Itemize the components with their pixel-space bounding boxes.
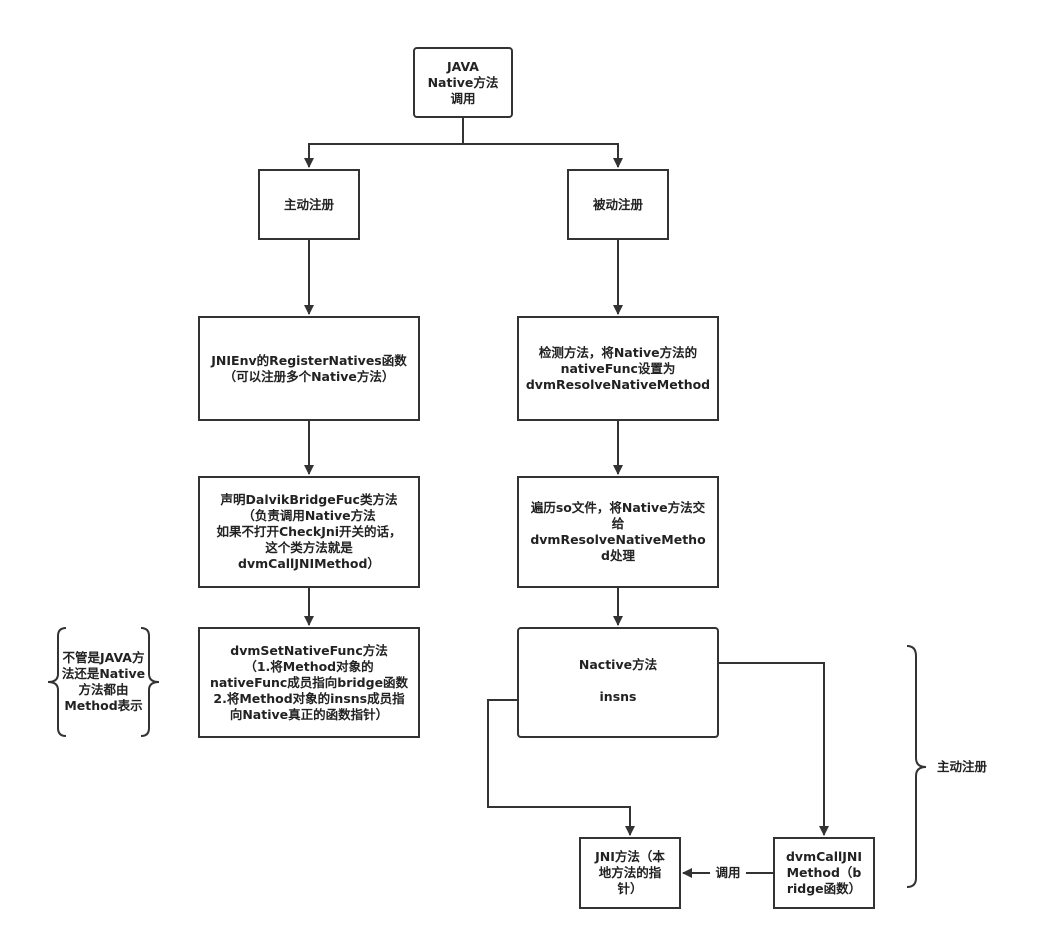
jni-method-node: JNI方法（本 地方法的指 针） (579, 837, 681, 909)
edge-start-split (304, 118, 464, 168)
left-brace-close (140, 627, 160, 737)
edge-start-split-right (463, 143, 623, 168)
left-brace-note: 不管是JAVA方 法还是Native 方法都由 Method表示 (61, 650, 146, 713)
edge-nactive-to-jni (487, 699, 635, 836)
passive-registration-node: 被动注册 (567, 169, 669, 240)
right-brace (906, 645, 927, 888)
edge-nactive-to-dvmcall (718, 662, 829, 836)
set-native-func-node: dvmSetNativeFunc方法 （1.将Method对象的 nativeF… (198, 627, 420, 738)
active-registration-node: 主动注册 (258, 169, 360, 240)
left-brace-open (47, 627, 67, 737)
jnienv-register-natives-node: JNIEnv的RegisterNatives函数 （可以注册多个Native方法… (198, 316, 420, 421)
dvm-call-jni-method-node: dvmCallJNI Method（b ridge函数） (773, 837, 875, 909)
traverse-so-node: 遍历so文件，将Native方法交 给 dvmResolveNativeMeth… (517, 476, 719, 588)
nactive-method-title: Nactive方法 (578, 657, 658, 672)
nactive-method-node: Nactive方法 insns (517, 627, 719, 738)
detect-method-node: 检测方法，将Native方法的 nativeFunc设置为 dvmResolve… (517, 316, 719, 421)
start-node: JAVA Native方法 调用 (413, 47, 513, 118)
call-edge-label: 调用 (710, 865, 746, 881)
declare-bridge-node: 声明DalvikBridgeFuc类方法 （负责调用Native方法 如果不打开… (198, 476, 420, 588)
right-brace-label: 主动注册 (936, 759, 987, 774)
nactive-method-field: insns (599, 689, 637, 704)
